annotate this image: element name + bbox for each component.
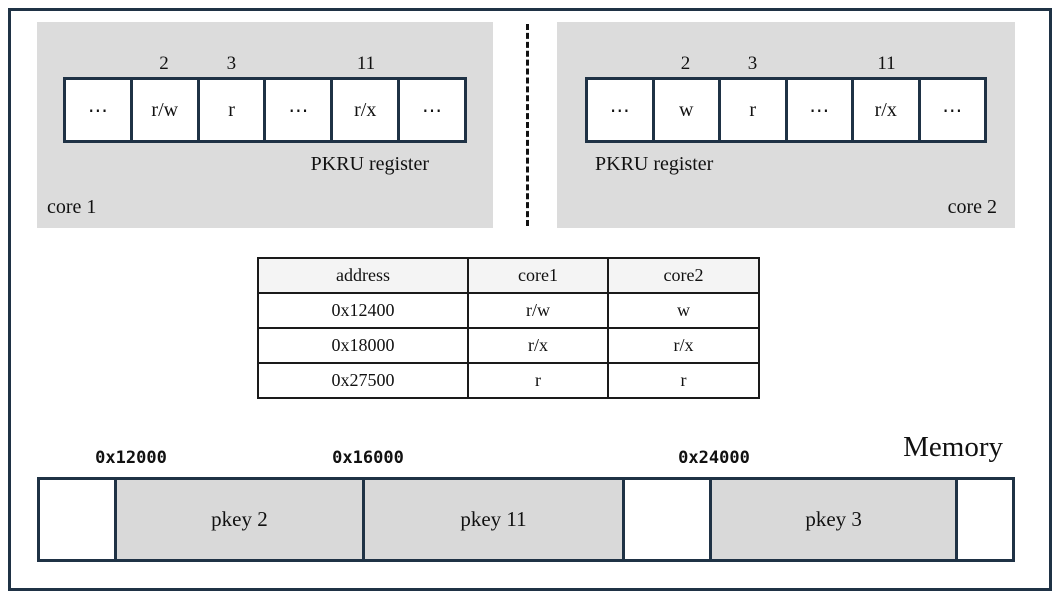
core2-pkru-register: ⋯ w r ⋯ r/x ⋯ <box>585 77 987 143</box>
register-cell: ⋯ <box>397 80 464 140</box>
table-header-core1: core1 <box>467 257 609 294</box>
memory-segment-free <box>622 480 710 559</box>
table-cell-address: 0x18000 <box>257 327 469 364</box>
address-permissions-table: address core1 core2 0x12400 r/w w 0x1800… <box>257 257 760 399</box>
core1-pkru-register: ⋯ r/w r ⋯ r/x ⋯ <box>63 77 467 143</box>
core2-panel: 2 3 11 ⋯ w r ⋯ r/x ⋯ PKRU register core … <box>557 22 1015 228</box>
register-cell: ⋯ <box>87 99 108 122</box>
memory-segment-pkey3: pkey 3 <box>709 480 955 559</box>
core1-register-caption: PKRU register <box>310 153 429 175</box>
core1-pkey-index-row: 2 3 11 <box>63 50 467 77</box>
core2-register-caption: PKRU register <box>595 153 714 175</box>
register-cell: r <box>718 80 785 140</box>
core1-register-block: 2 3 11 ⋯ r/w r ⋯ r/x ⋯ PKRU register <box>63 50 467 176</box>
pkey-index-label <box>920 50 987 77</box>
memory-segment-pkey2: pkey 2 <box>113 480 362 559</box>
table-cell-address: 0x27500 <box>257 362 469 399</box>
pkey-index-label <box>786 50 853 77</box>
pkey-index-label <box>63 50 130 77</box>
table-cell-core2-perm: r <box>607 362 760 399</box>
memory-address-label: 0x16000 <box>332 448 404 468</box>
core1-panel: 2 3 11 ⋯ r/w r ⋯ r/x ⋯ PKRU register cor… <box>37 22 493 228</box>
memory-address-label: 0x24000 <box>678 448 750 468</box>
pkey-index-label: 3 <box>226 53 237 74</box>
table-cell-core1-perm: r/x <box>467 327 609 364</box>
register-cell: r/x <box>330 80 397 140</box>
pkey-index-label: 2 <box>680 53 691 74</box>
table-header-address: address <box>257 257 469 294</box>
table-row: 0x12400 r/w w <box>257 292 760 329</box>
pkey-index-label <box>400 50 467 77</box>
core1-label: core 1 <box>47 196 97 218</box>
pkey-index-label <box>585 50 652 77</box>
memory-segment-free <box>40 480 114 559</box>
table-cell-core1-perm: r <box>467 362 609 399</box>
core2-pkey-index-row: 2 3 11 <box>585 50 987 77</box>
memory-title: Memory <box>903 431 1003 463</box>
pkey-index-label: 3 <box>747 53 758 74</box>
table-header-row: address core1 core2 <box>257 257 760 294</box>
register-cell: r <box>196 80 264 140</box>
core2-label: core 2 <box>947 196 997 218</box>
pkey-index-label: 2 <box>159 53 169 74</box>
memory-address-label: 0x12000 <box>95 448 167 468</box>
table-cell-core1-perm: r/w <box>467 292 609 329</box>
pkey-index-label <box>265 50 332 77</box>
pkey-index-label: 11 <box>877 53 896 74</box>
table-cell-address: 0x12400 <box>257 292 469 329</box>
core2-register-block: 2 3 11 ⋯ w r ⋯ r/x ⋯ PKRU register <box>585 50 987 176</box>
register-cell: ⋯ <box>609 99 630 122</box>
memory-segment-pkey11: pkey 11 <box>361 480 623 559</box>
register-cell: ⋯ <box>917 80 985 140</box>
table-cell-core2-perm: r/x <box>607 327 760 364</box>
core-divider-dashed-line <box>526 24 529 226</box>
memory-bar: pkey 2 pkey 11 pkey 3 <box>37 477 1015 562</box>
register-cell: ⋯ <box>784 80 852 140</box>
register-cell: r/x <box>851 80 918 140</box>
register-cell: w <box>651 80 719 140</box>
table-row: 0x27500 r r <box>257 362 760 399</box>
pkey-index-label: 11 <box>356 53 376 74</box>
table-cell-core2-perm: w <box>607 292 760 329</box>
memory-segment-free <box>954 480 1012 559</box>
register-cell: r/w <box>129 80 197 140</box>
table-row: 0x18000 r/x r/x <box>257 327 760 364</box>
table-header-core2: core2 <box>607 257 760 294</box>
register-cell: ⋯ <box>263 80 330 140</box>
